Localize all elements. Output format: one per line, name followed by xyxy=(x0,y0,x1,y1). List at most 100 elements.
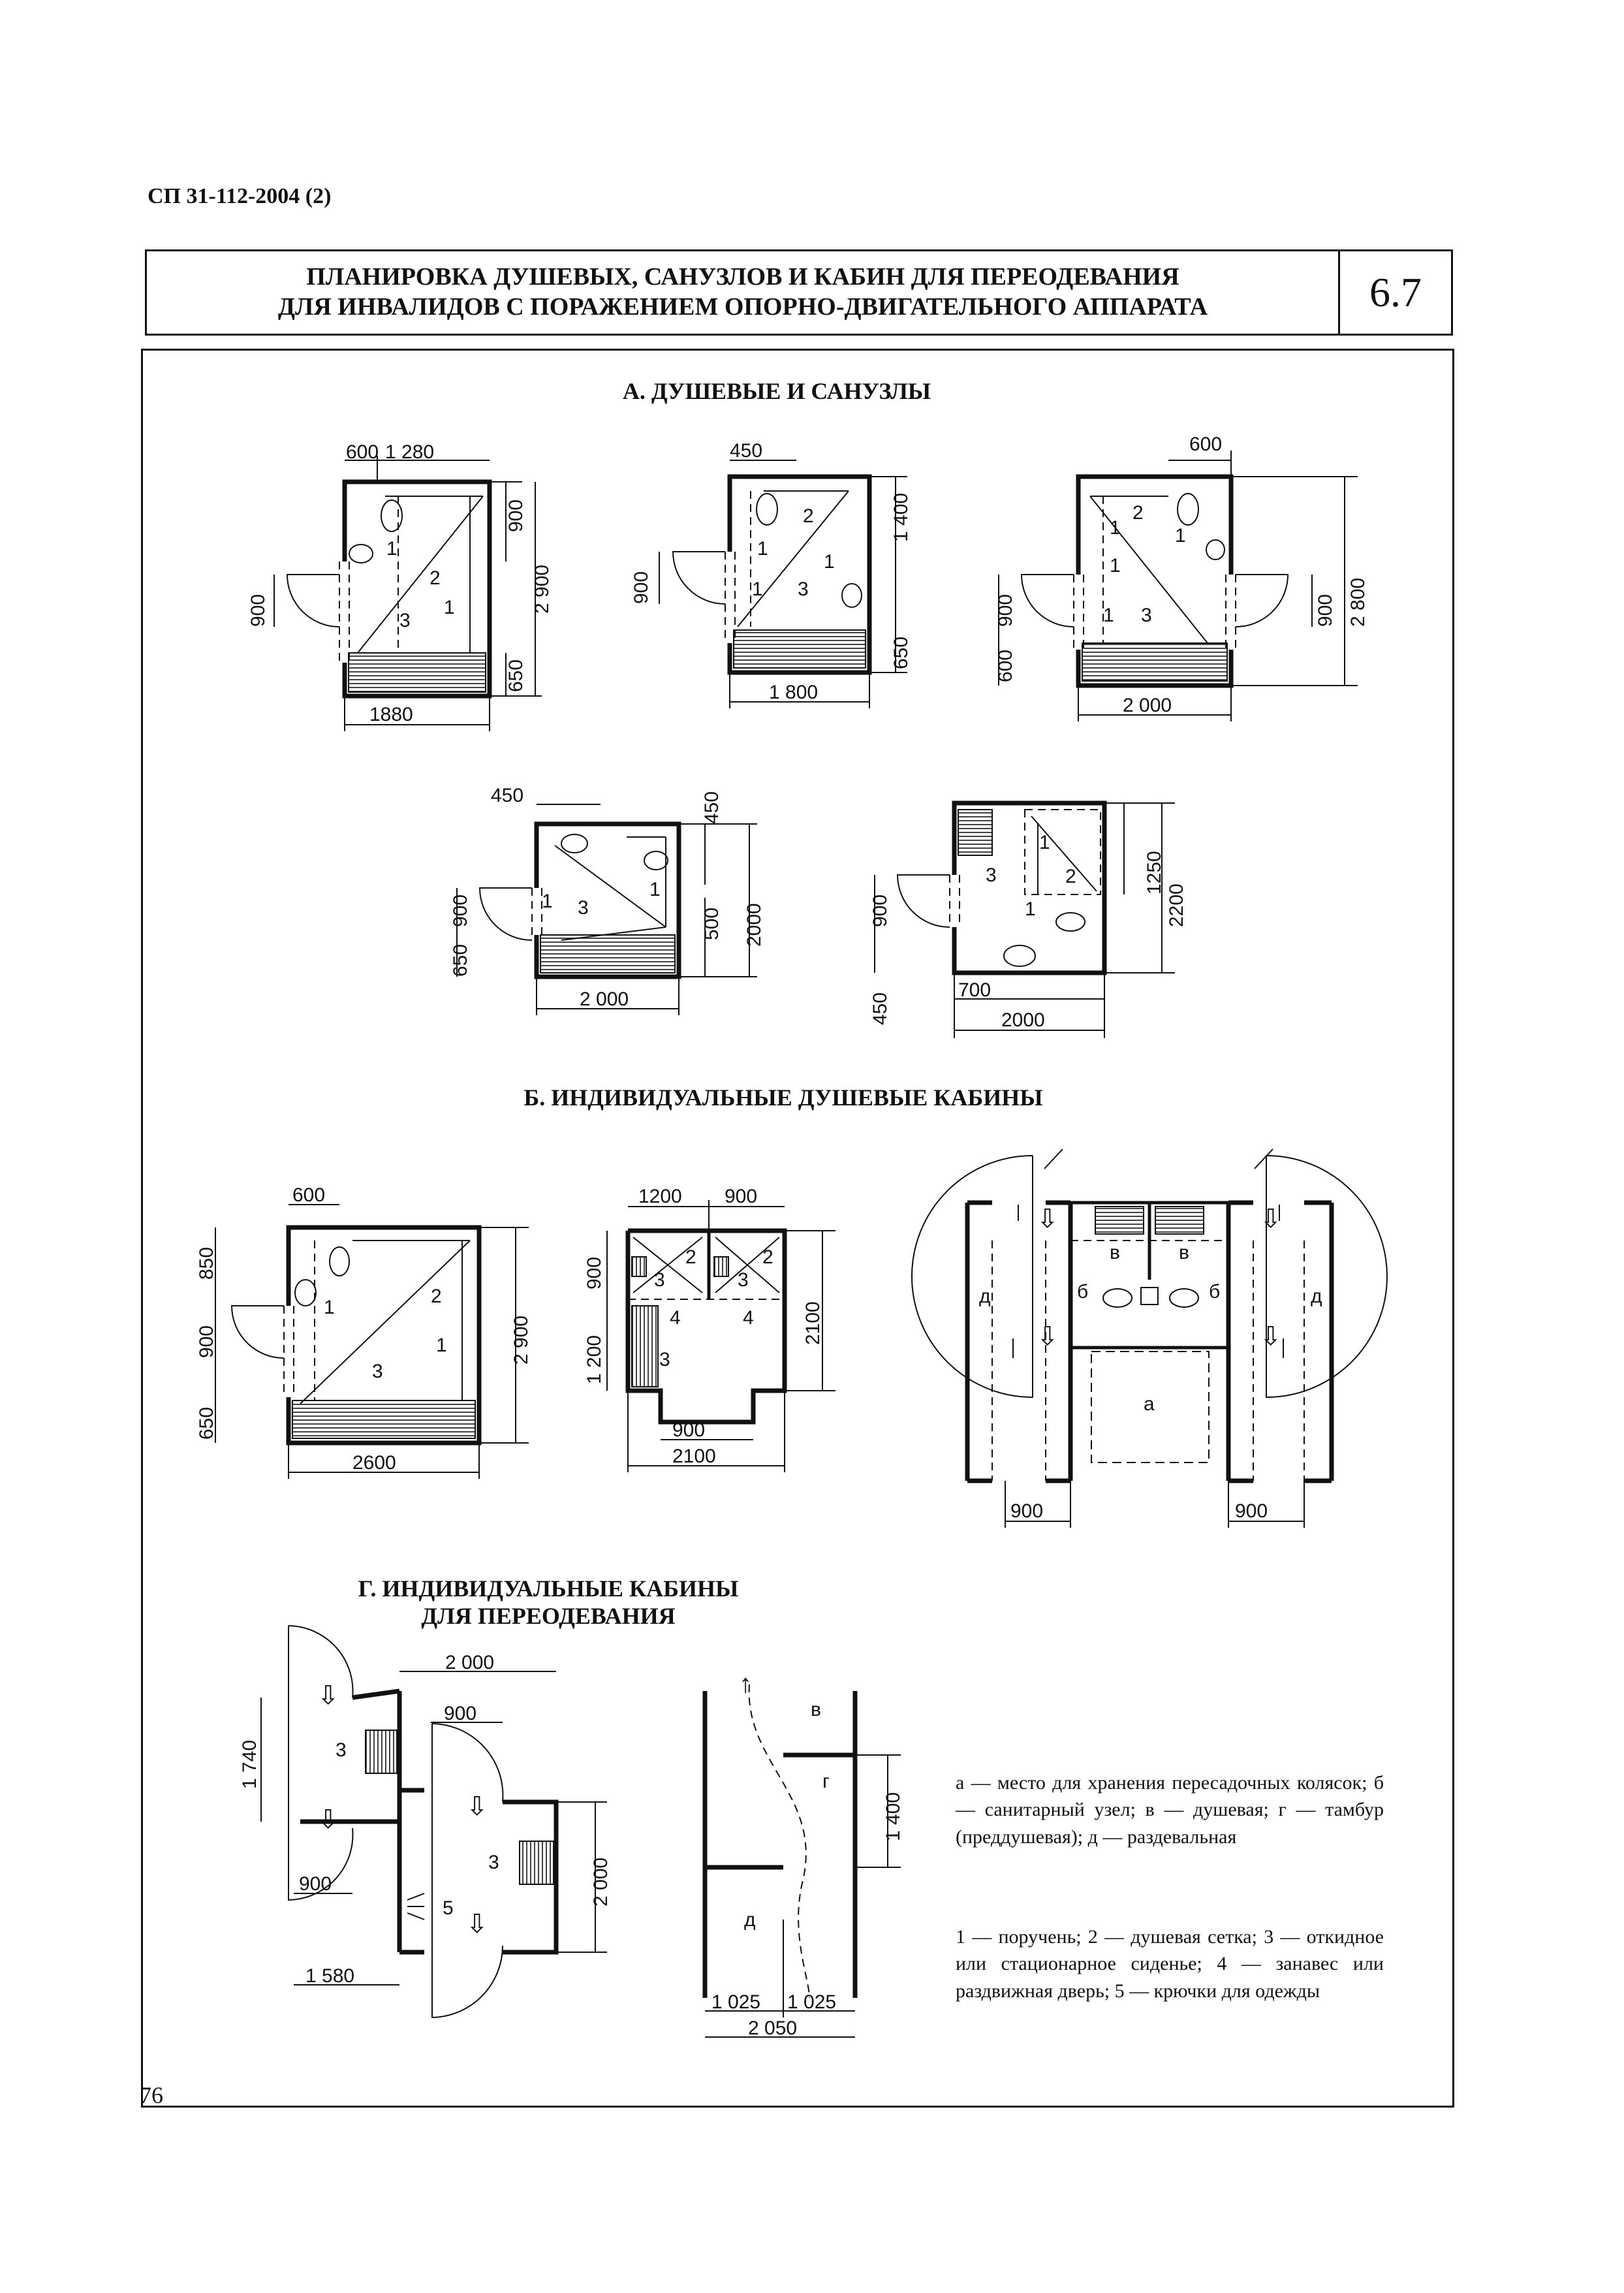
arrow-down-icon: ⇩ xyxy=(1037,1322,1059,1351)
dim-900-b3-left: 900 xyxy=(1010,1500,1043,1522)
dim-900-a4: 900 xyxy=(450,894,471,927)
dim-2800-a3: 2 800 xyxy=(1347,578,1369,627)
section-a-heading: А. ДУШЕВЫЕ И САНУЗЛЫ xyxy=(622,378,931,404)
section-number: 6.7 xyxy=(1338,251,1451,334)
plan-g2 xyxy=(702,1684,901,2038)
title-line-2: ДЛЯ ИНВАЛИДОВ С ПОРАЖЕНИЕМ ОПОРНО-ДВИГАТ… xyxy=(277,293,1208,321)
mark-2-a1: 2 xyxy=(429,567,441,589)
mark-1b-b1: 1 xyxy=(436,1335,447,1356)
arrow-down-icon: ⇩ xyxy=(1260,1322,1282,1351)
dim-2100-b2: 2100 xyxy=(672,1446,716,1467)
dim-900-b1: 900 xyxy=(196,1325,217,1358)
dim-2000-a4: 2 000 xyxy=(580,988,629,1010)
dim-900-b2-left: 900 xyxy=(584,1257,605,1289)
dim-2900-b1: 2 900 xyxy=(510,1316,532,1365)
arrow-down-icon: ⇩ xyxy=(466,1792,488,1821)
mark-1-b1: 1 xyxy=(324,1297,335,1318)
mark-2-a5: 2 xyxy=(1065,866,1076,887)
title-box: ПЛАНИРОВКА ДУШЕВЫХ, САНУЗЛОВ И КАБИН ДЛЯ… xyxy=(145,249,1453,336)
mark-3-a1: 3 xyxy=(399,610,411,631)
zone-g-g2: г xyxy=(822,1771,830,1792)
dim-1200-b2: 1200 xyxy=(638,1186,682,1207)
dim-900-b3-right: 900 xyxy=(1235,1500,1268,1522)
zone-a: а xyxy=(1144,1393,1155,1415)
plan-a1 xyxy=(273,456,542,731)
dim-2000-a4-right: 2000 xyxy=(743,903,765,947)
mark-1-a3: 1 xyxy=(1110,517,1121,539)
mark-1b-a4: 1 xyxy=(649,879,661,900)
plan-b1 xyxy=(215,1204,529,1479)
zone-v-g2: в xyxy=(811,1699,821,1720)
mark-1-a5: 1 xyxy=(1039,832,1050,853)
mark-1b-a1: 1 xyxy=(444,597,455,618)
dim-1880-a1: 1880 xyxy=(369,704,413,725)
mark-1c-a3: 1 xyxy=(1110,555,1121,577)
dim-900-a1: 900 xyxy=(505,499,527,532)
dim-650-a1: 650 xyxy=(505,659,527,692)
dim-2600-b1: 2600 xyxy=(352,1452,396,1474)
dim-2000-g1-right: 2 000 xyxy=(590,1858,612,1906)
dim-2900-a1: 2 900 xyxy=(531,565,553,614)
zone-d-left: д xyxy=(979,1286,991,1307)
mark-4b-b2: 4 xyxy=(743,1307,754,1329)
dim-1400-a2: 1 400 xyxy=(890,493,912,542)
mark-3-a5: 3 xyxy=(986,864,997,886)
dim-650-a4: 650 xyxy=(450,944,471,977)
section-g-heading: Г. ИНДИВИДУАЛЬНЫЕ КАБИНЫ ДЛЯ ПЕРЕОДЕВАНИ… xyxy=(313,1575,783,1630)
mark-1d-a3: 1 xyxy=(1103,605,1114,626)
dim-900-a5: 900 xyxy=(869,894,891,927)
dim-2000-g1: 2 000 xyxy=(445,1652,494,1673)
mark-3-b2: 3 xyxy=(654,1269,665,1291)
title-line-1: ПЛАНИРОВКА ДУШЕВЫХ, САНУЗЛОВ И КАБИН ДЛЯ… xyxy=(306,263,1179,291)
zone-b-right: б xyxy=(1209,1281,1220,1303)
mark-2-a2: 2 xyxy=(803,505,814,527)
plan-a5 xyxy=(874,800,1175,1038)
section-g-line-1: Г. ИНДИВИДУАЛЬНЫЕ КАБИНЫ xyxy=(358,1575,739,1602)
dim-2100-b2-right: 2100 xyxy=(802,1301,824,1345)
dim-650-b1: 650 xyxy=(196,1407,217,1440)
dim-900-a3-left: 900 xyxy=(995,594,1016,627)
arrow-up-icon: ↑ xyxy=(739,1669,752,1698)
mark-1b-a2: 1 xyxy=(824,551,835,573)
drawing-frame xyxy=(141,349,1454,2108)
mark-2-b2: 2 xyxy=(685,1246,696,1268)
dim-1025-g2-left: 1 025 xyxy=(711,1991,760,2013)
arrow-down-icon: ⇩ xyxy=(1037,1205,1059,1233)
dim-450-a2: 450 xyxy=(730,440,762,462)
dim-700-a5: 700 xyxy=(958,979,991,1001)
dim-600-b1: 600 xyxy=(292,1184,325,1206)
mark-1-a4: 1 xyxy=(542,891,553,912)
zone-d-right: д xyxy=(1311,1286,1322,1307)
dim-900-b2-top: 900 xyxy=(725,1186,757,1207)
mark-3b-b2: 3 xyxy=(738,1269,749,1291)
arrow-down-icon: ⇩ xyxy=(466,1910,488,1938)
mark-2b-b2: 2 xyxy=(762,1246,773,1268)
dim-900-a3-right: 900 xyxy=(1315,594,1336,627)
mark-5-g1: 5 xyxy=(443,1897,454,1919)
dim-450-a4-right: 450 xyxy=(701,791,723,824)
zone-v-right: в xyxy=(1179,1242,1189,1263)
dim-650-a2: 650 xyxy=(890,637,912,669)
zone-b-left: б xyxy=(1077,1281,1088,1303)
dim-900-a2: 900 xyxy=(631,571,652,604)
plan-a4 xyxy=(456,804,757,1015)
dim-600-a3: 600 xyxy=(1189,434,1222,455)
legend-items: 1 — поручень; 2 — душевая сетка; 3 — отк… xyxy=(956,1926,1384,2002)
dim-1250-a5: 1250 xyxy=(1144,851,1165,894)
page-number: 76 xyxy=(140,2082,163,2108)
dim-2000-a3: 2 000 xyxy=(1123,695,1172,716)
plan-a3 xyxy=(998,451,1358,721)
dim-900-a1-door: 900 xyxy=(247,594,269,627)
dim-1200-b2-left: 1 200 xyxy=(584,1335,605,1384)
mark-1-a2: 1 xyxy=(757,538,768,560)
dim-2200-a5: 2200 xyxy=(1166,883,1187,927)
dim-450-a4: 450 xyxy=(491,785,523,806)
dim-850-b1: 850 xyxy=(196,1247,217,1280)
mark-3c-b2: 3 xyxy=(659,1349,670,1370)
dim-600-a1: 600 xyxy=(346,441,379,463)
mark-3-a4: 3 xyxy=(578,897,589,919)
mark-3-b1: 3 xyxy=(372,1361,383,1382)
page-title: ПЛАНИРОВКА ДУШЕВЫХ, САНУЗЛОВ И КАБИН ДЛЯ… xyxy=(147,251,1339,334)
zone-v-left: в xyxy=(1110,1242,1120,1263)
